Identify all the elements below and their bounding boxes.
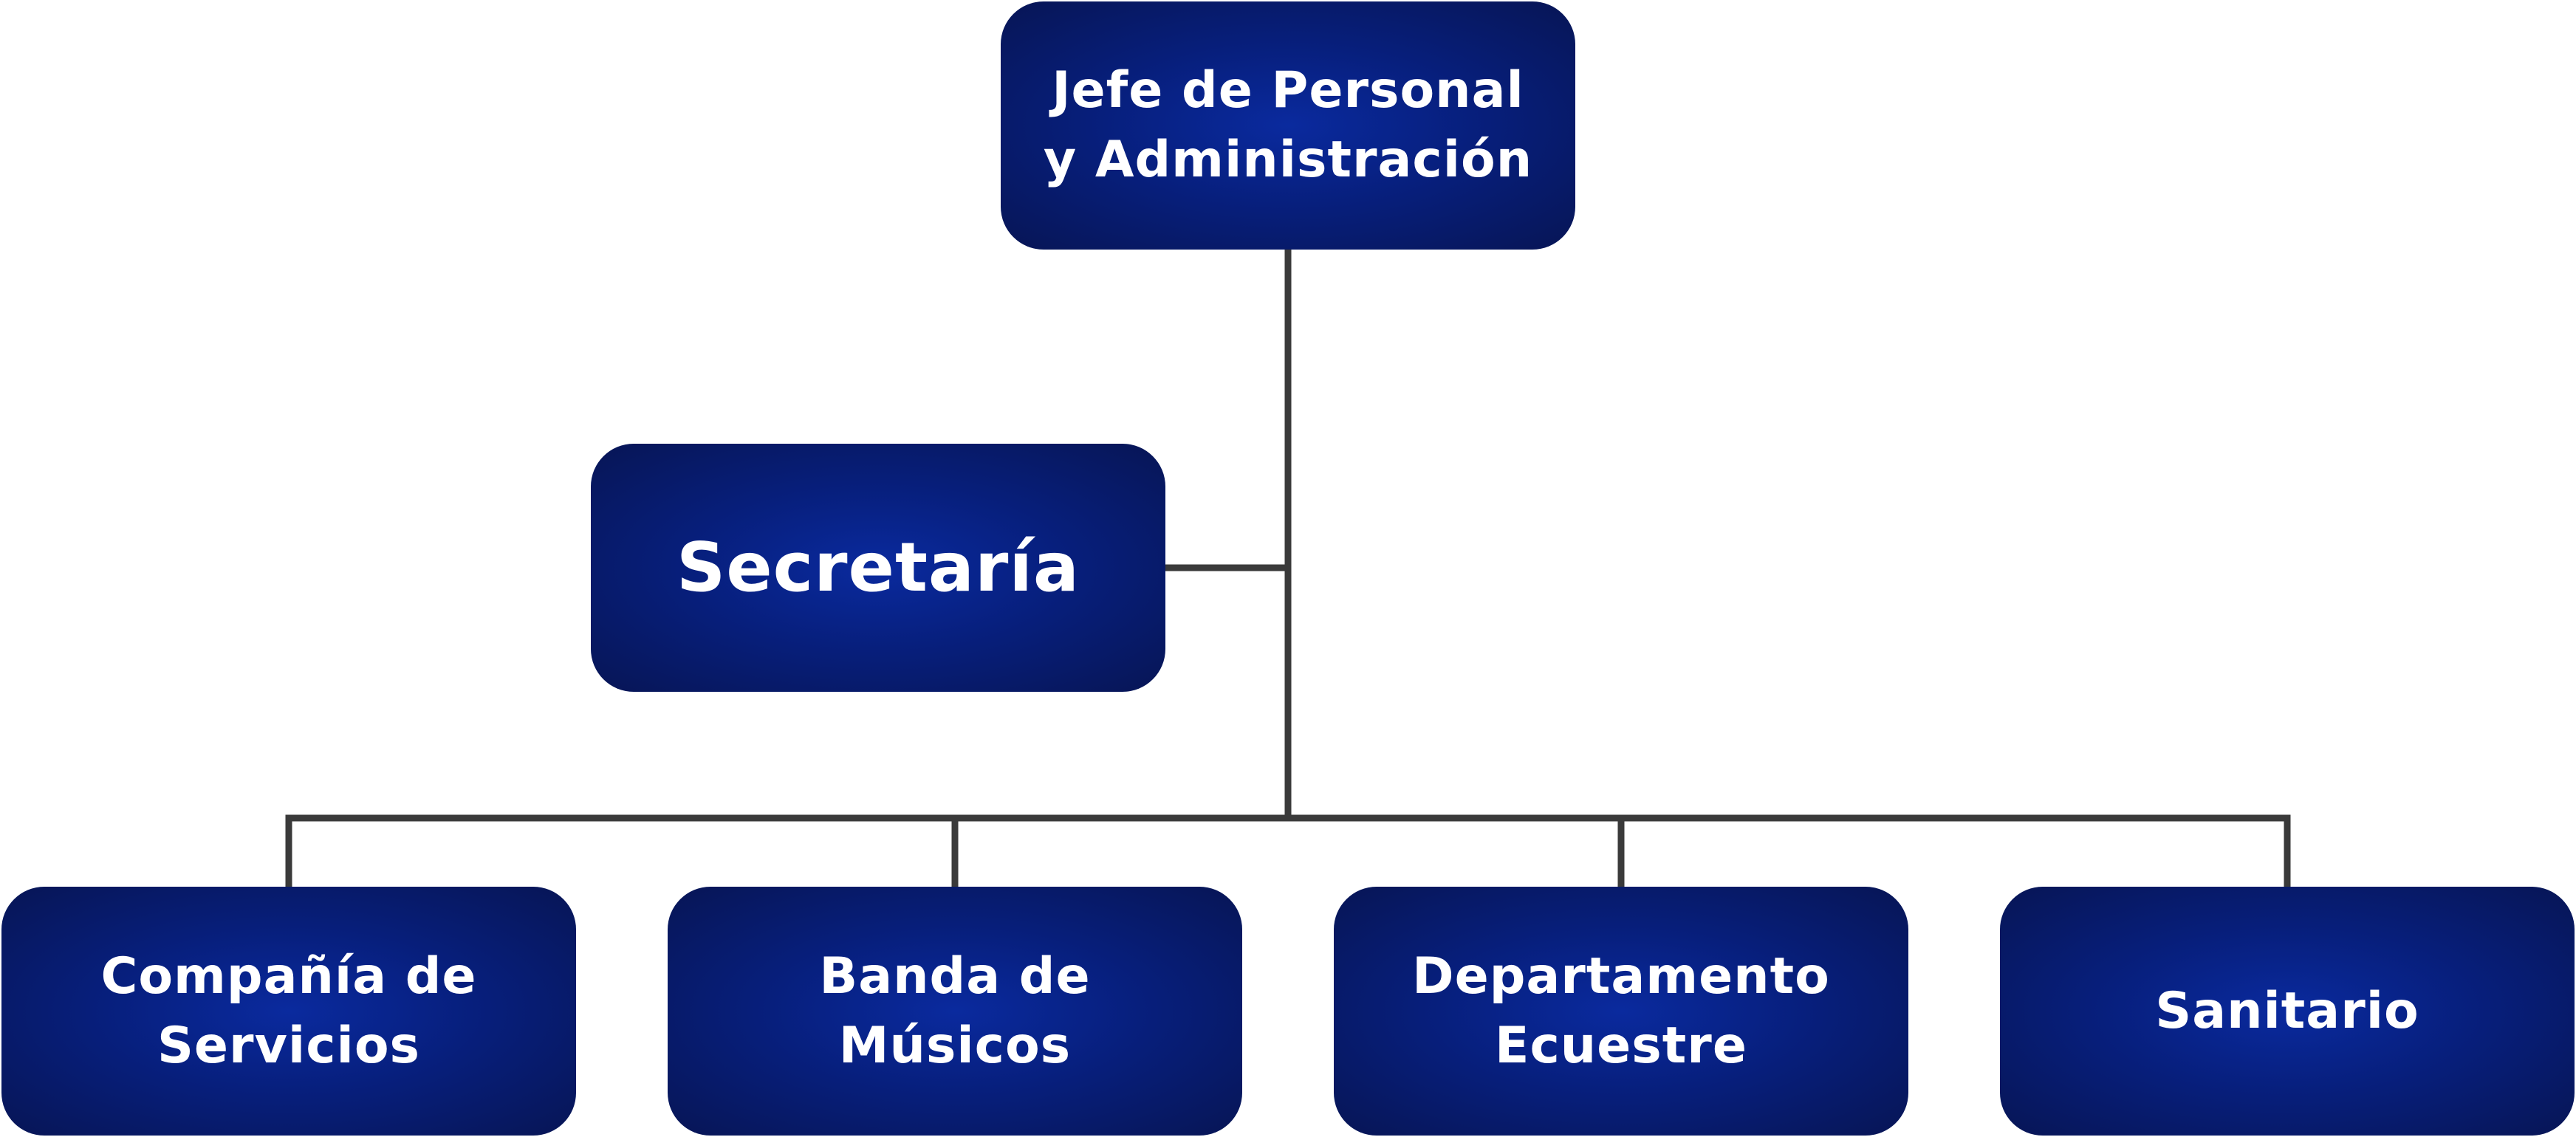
org-node-label: Compañía de Servicios	[100, 947, 477, 1075]
org-node-label: Jefe de Personal y Administración	[1043, 61, 1533, 189]
org-node-unit: Banda de Músicos	[668, 887, 1242, 1136]
org-node-label: Secretaría	[676, 527, 1080, 607]
org-node-unit: Departamento Ecuestre	[1334, 887, 1908, 1136]
org-node-unit: Sanitario	[2000, 887, 2575, 1136]
org-node-staff: Secretaría	[591, 444, 1165, 692]
org-node-unit: Compañía de Servicios	[1, 887, 576, 1136]
org-node-label: Sanitario	[2155, 981, 2419, 1040]
org-node-root: Jefe de Personal y Administración	[1001, 1, 1575, 250]
org-node-label: Banda de Músicos	[819, 947, 1091, 1075]
org-node-label: Departamento Ecuestre	[1412, 947, 1830, 1075]
